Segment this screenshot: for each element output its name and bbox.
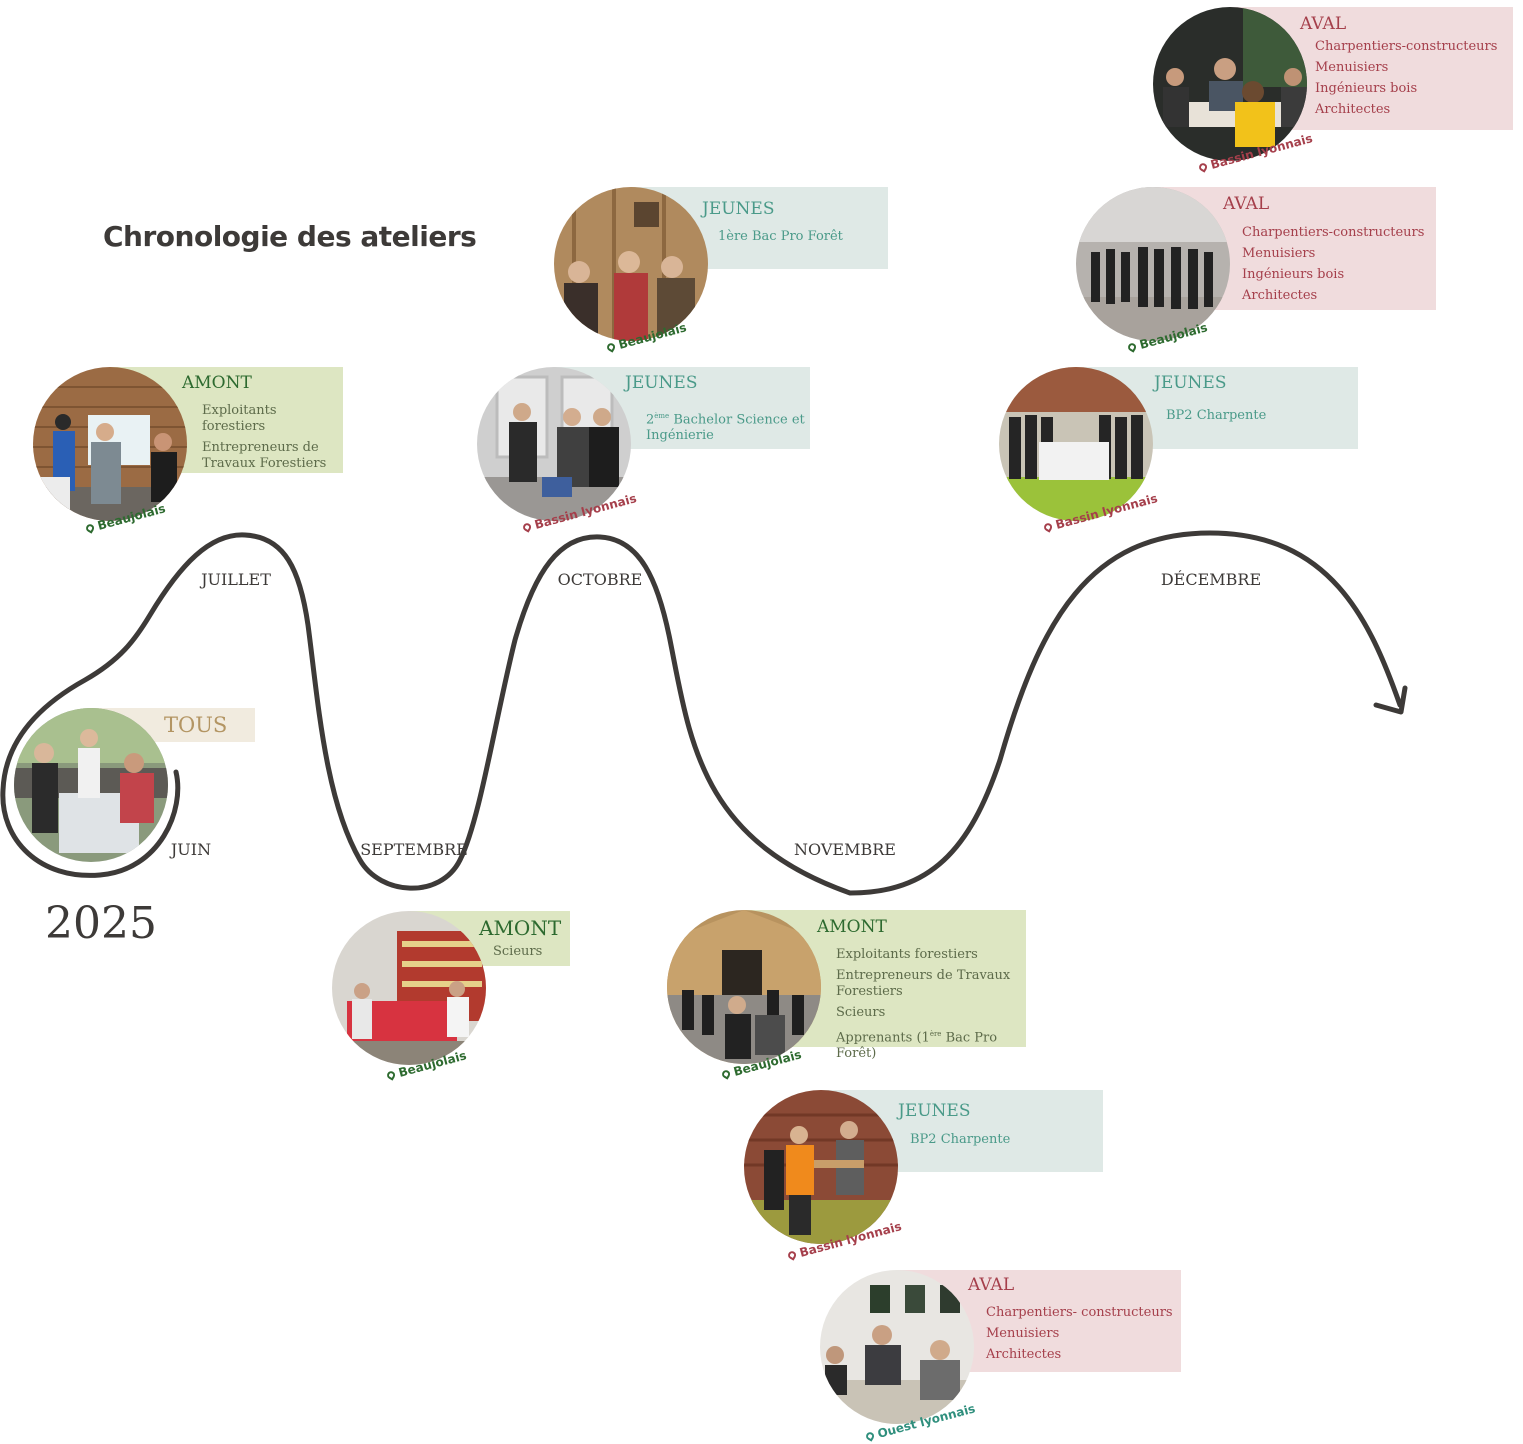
workshop-items: BP2 Charpente	[1166, 408, 1346, 429]
map-pin-icon	[786, 1249, 798, 1261]
category-label: JEUNES	[625, 373, 698, 393]
month-juillet: JUILLET	[201, 570, 271, 589]
list-item: Menuisiers	[1315, 60, 1389, 75]
category-label: AMONT	[479, 916, 562, 940]
workshop-photo-septembre	[332, 911, 486, 1065]
year-label: 2025	[45, 898, 157, 949]
list-item: Menuisiers	[986, 1326, 1060, 1341]
workshop-items: BP2 Charpente	[910, 1132, 1090, 1153]
category-label: AMONT	[182, 373, 252, 393]
category-label: JEUNES	[1154, 373, 1227, 393]
category-label: AVAL	[968, 1275, 1015, 1295]
workshop-photo-novembre-1	[667, 910, 821, 1064]
list-item: Charpentiers- constructeurs	[986, 1305, 1173, 1320]
list-item: Architectes	[1242, 288, 1318, 303]
category-label: AVAL	[1223, 194, 1270, 214]
map-pin-icon	[1042, 521, 1054, 533]
workshop-photo-juillet	[33, 367, 187, 521]
list-item: BP2 Charpente	[910, 1132, 1011, 1147]
category-label: AMONT	[817, 917, 887, 937]
category-label: JEUNES	[702, 199, 775, 219]
arrow-head-icon	[1373, 685, 1408, 715]
list-item: Architectes	[986, 1347, 1062, 1362]
workshop-items: Charpentiers-constructeurs Menuisiers In…	[1315, 39, 1507, 123]
timeline-path	[0, 530, 1403, 896]
map-pin-icon	[521, 521, 533, 533]
page-title: Chronologie des ateliers	[103, 220, 477, 253]
workshop-photo-decembre-2	[1076, 187, 1230, 341]
list-item: 1ère Bac Pro Forêt	[718, 229, 843, 244]
category-label: JEUNES	[898, 1101, 971, 1121]
map-pin-icon	[720, 1068, 732, 1080]
workshop-photo-novembre-2	[744, 1090, 898, 1244]
list-item: Scieurs	[493, 944, 543, 959]
workshop-photo-novembre-3	[820, 1270, 974, 1424]
list-item: Charpentiers-constructeurs	[1315, 39, 1498, 54]
map-pin-icon	[1126, 341, 1138, 353]
list-item: Charpentiers-constructeurs	[1242, 225, 1425, 240]
map-pin-icon	[84, 522, 96, 534]
list-item: Scieurs	[836, 1005, 886, 1020]
list-item: Exploitants forestiers	[836, 947, 978, 962]
workshop-items: Scieurs	[493, 944, 568, 965]
workshop-items: 1ère Bac Pro Forêt	[718, 229, 883, 250]
list-item: Menuisiers	[1242, 246, 1316, 261]
map-pin-icon	[864, 1430, 876, 1442]
month-juin: JUIN	[170, 840, 212, 859]
workshop-items: Exploitants forestiers Entrepreneurs de …	[202, 403, 342, 477]
month-novembre: NOVEMBRE	[794, 840, 896, 859]
list-item: Architectes	[1315, 102, 1391, 117]
workshop-items: Exploitants forestiers Entrepreneurs de …	[836, 947, 1024, 1067]
category-label: TOUS	[164, 713, 228, 737]
map-pin-icon	[605, 341, 617, 353]
workshop-item: 2ème Bachelor Science et Ingénierie	[646, 412, 805, 444]
list-item: Entrepreneurs de Travaux Forestiers	[836, 968, 1011, 999]
month-septembre: SEPTEMBRE	[360, 840, 468, 859]
workshop-photo-decembre-3	[1153, 7, 1307, 161]
workshop-photo-octobre-2	[477, 367, 631, 521]
list-item: BP2 Charpente	[1166, 408, 1267, 423]
list-item: Exploitants forestiers	[202, 403, 277, 434]
list-item: Ingénieurs bois	[1242, 267, 1345, 282]
month-decembre: DÉCEMBRE	[1160, 570, 1262, 589]
workshop-items: Charpentiers-constructeurs Menuisiers In…	[1242, 225, 1432, 309]
list-item: Entrepreneurs de Travaux Forestiers	[202, 440, 327, 471]
month-octobre: OCTOBRE	[557, 570, 643, 589]
workshop-photo-decembre-1	[999, 367, 1153, 521]
map-pin-icon	[385, 1069, 397, 1081]
category-label: AVAL	[1300, 14, 1347, 34]
map-pin-icon	[1197, 161, 1209, 173]
workshop-photo-octobre-1	[554, 187, 708, 341]
list-item: Apprenants (1ère Bac Pro Forêt)	[836, 1030, 998, 1062]
workshop-photo-juin	[14, 708, 168, 862]
workshop-items: Charpentiers- constructeurs Menuisiers A…	[986, 1305, 1176, 1368]
list-item: Ingénieurs bois	[1315, 81, 1418, 96]
